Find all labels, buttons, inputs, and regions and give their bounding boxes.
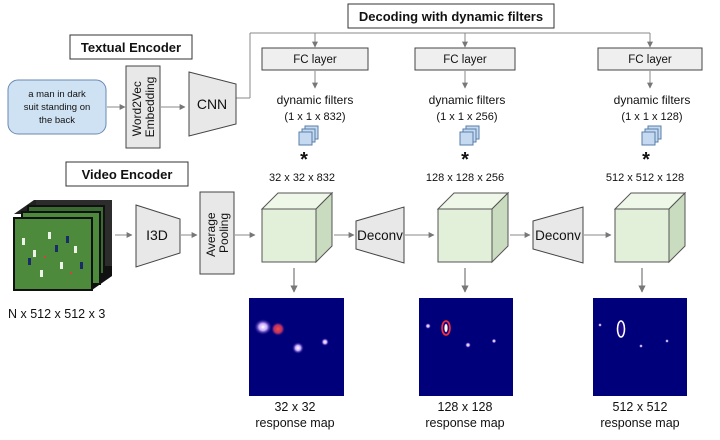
response-map-2 <box>419 298 513 396</box>
feature-size-3: 512 x 512 x 128 <box>606 172 684 184</box>
text-query-box <box>7 79 107 135</box>
text-query-line-1: a man in dark <box>28 89 86 100</box>
dynamic-filters-1-label: dynamic filters <box>277 93 354 107</box>
avg-pooling-label-line-2: Pooling <box>217 213 231 253</box>
fc-layer-3-label: FC layer <box>628 54 672 66</box>
dynamic-filters-3-size: (1 x 1 x 128) <box>621 111 682 123</box>
dynamic-filters-2-size: (1 x 1 x 256) <box>436 111 497 123</box>
dynamic-filters-1-size: (1 x 1 x 832) <box>284 111 345 123</box>
text-query-line-3: the back <box>39 115 75 126</box>
filter-stack-2 <box>459 125 480 146</box>
deconv-1-label: Deconv <box>357 228 403 243</box>
response-map-3 <box>593 298 687 396</box>
feature-size-1: 32 x 32 x 832 <box>269 172 335 184</box>
map-label-3: response map <box>600 416 679 430</box>
convolution-star-2: * <box>461 149 469 171</box>
avg-pooling-box <box>199 191 235 275</box>
decoding-title: Decoding with dynamic filters <box>359 9 543 24</box>
video-encoder-title-box <box>65 161 189 187</box>
deconv-2-label: Deconv <box>535 228 581 243</box>
feature-cube-3 <box>613 191 687 264</box>
map-size-2: 128 x 128 <box>438 400 493 414</box>
convolution-star-3: * <box>642 149 650 171</box>
fc-layer-1-label: FC layer <box>293 54 337 66</box>
deconv-1-trapezoid <box>355 206 405 264</box>
decoding-title-box <box>347 3 555 29</box>
word2vec-label-line-1: Word2Vec <box>130 81 144 136</box>
map-size-3: 512 x 512 <box>613 400 668 414</box>
filter-stack-1 <box>298 125 319 146</box>
text-query-line-2: suit standing on <box>24 102 91 113</box>
fc-layer-2-box <box>414 47 516 71</box>
response-map-1 <box>249 298 344 396</box>
video-encoder-title: Video Encoder <box>82 167 173 182</box>
filter-stack-3 <box>641 125 662 146</box>
dynamic-filters-2-label: dynamic filters <box>429 93 506 107</box>
video-frame-front <box>13 217 93 291</box>
video-frames-stack <box>13 200 112 291</box>
deconv-2-trapezoid <box>532 206 584 264</box>
map-label-1: response map <box>255 416 334 430</box>
textual-encoder-title: Textual Encoder <box>81 40 181 55</box>
word2vec-box <box>125 65 161 149</box>
word2vec-label: Word2Vec Embedding <box>130 77 157 138</box>
textual-encoder-title-box <box>69 34 193 60</box>
convolution-star-1: * <box>300 149 308 171</box>
map-label-2: response map <box>425 416 504 430</box>
avg-pooling-label: Average Pooling <box>204 209 231 257</box>
feature-size-2: 128 x 128 x 256 <box>426 172 504 184</box>
i3d-label: I3D <box>146 227 168 243</box>
video-input-size: N x 512 x 512 x 3 <box>8 307 105 321</box>
fc-layer-1-box <box>261 47 369 71</box>
avg-pooling-label-line-1: Average <box>204 212 218 257</box>
feature-cube-2 <box>436 191 510 264</box>
map-size-1: 32 x 32 <box>274 400 315 414</box>
fc-layer-2-label: FC layer <box>443 54 487 66</box>
top-bus-lines <box>236 32 653 99</box>
dynamic-filters-3-label: dynamic filters <box>614 93 691 107</box>
word2vec-label-line-2: Embedding <box>143 77 157 138</box>
cnn-label: CNN <box>197 96 227 112</box>
i3d-trapezoid <box>135 204 181 268</box>
fc-layer-3-box <box>597 47 703 71</box>
feature-cube-1 <box>260 191 334 264</box>
cnn-trapezoid <box>188 71 237 137</box>
